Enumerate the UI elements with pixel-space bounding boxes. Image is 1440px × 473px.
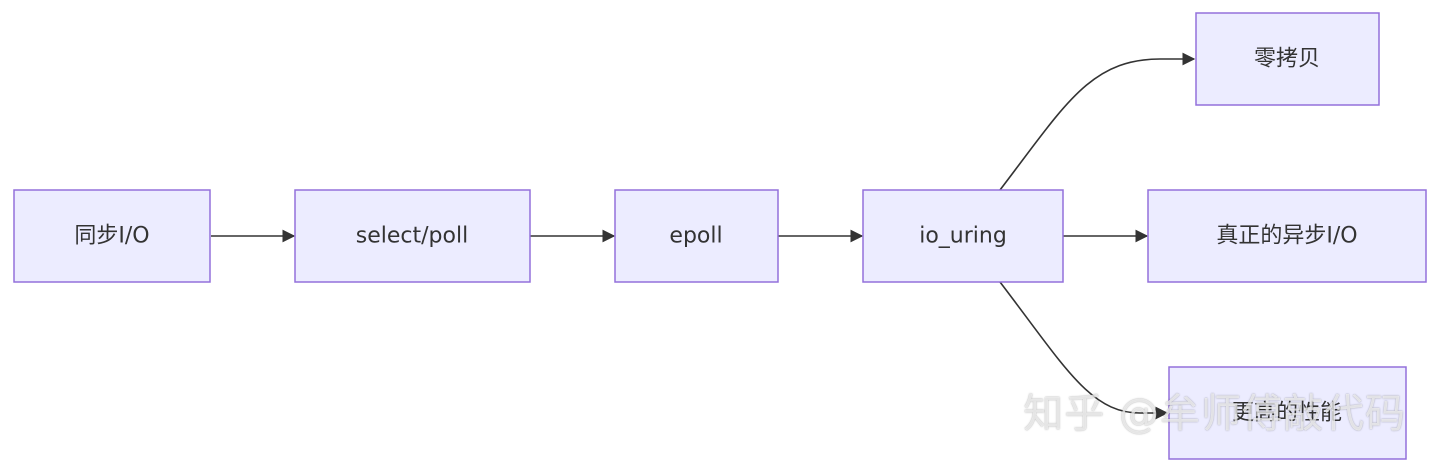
node-label: io_uring: [919, 224, 1007, 249]
node-zero-copy: 零拷贝: [1195, 12, 1380, 106]
node-io-uring: io_uring: [862, 189, 1064, 283]
node-epoll: epoll: [614, 189, 779, 283]
node-label: 更高的性能: [1232, 401, 1342, 426]
node-box: [13, 189, 211, 283]
node-box: [1168, 366, 1407, 460]
node-label: 零拷贝: [1254, 47, 1320, 72]
edge-io-uring-to-zero-copy: [999, 52, 1196, 191]
edge-io-uring-to-higher-perf: [999, 281, 1169, 420]
edges: [211, 52, 1196, 420]
node-box: [614, 189, 779, 283]
node-true-async: 真正的异步I/O: [1147, 189, 1427, 283]
node-box: [1147, 189, 1427, 283]
node-sync-io: 同步I/O: [13, 189, 211, 283]
node-label: 真正的异步I/O: [1216, 224, 1357, 249]
node-label: 同步I/O: [74, 224, 149, 249]
node-higher-perf: 更高的性能: [1168, 366, 1407, 460]
node-box: [862, 189, 1064, 283]
node-label: select/poll: [356, 224, 468, 249]
node-select-poll: select/poll: [294, 189, 531, 283]
node-box: [1195, 12, 1380, 106]
node-label: epoll: [669, 224, 722, 249]
node-box: [294, 189, 531, 283]
